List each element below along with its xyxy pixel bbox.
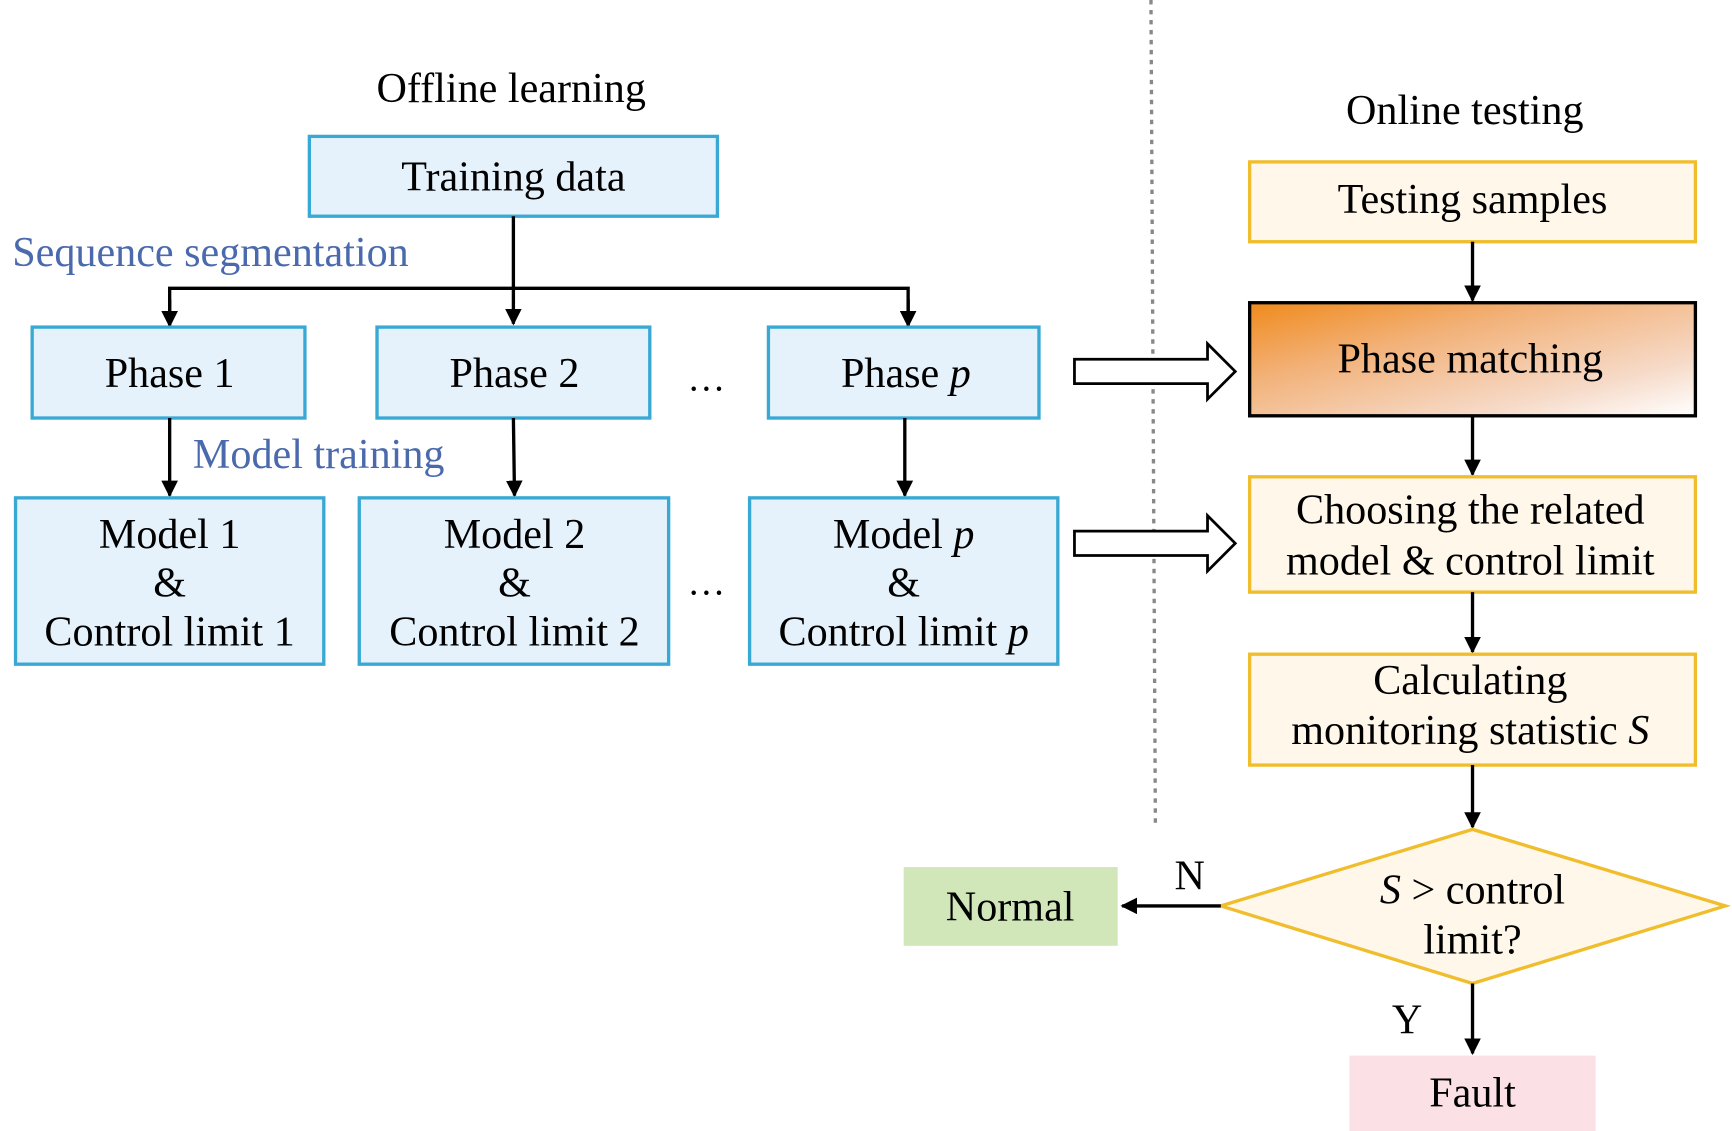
model-box-p: Model p & Control limit p (747, 496, 1060, 666)
choosing-model-box (1247, 475, 1698, 594)
yes-label: Y (1392, 996, 1422, 1043)
model-box-1: Model 1 & Control limit 1 (13, 496, 326, 666)
model-2-name: Model (444, 511, 554, 558)
control-limit-2-index: 2 (619, 608, 640, 655)
phase-p-index: p (947, 350, 971, 397)
choosing-line-1: Choosing the related (1296, 486, 1645, 533)
choosing-line-2: model & control limit (1286, 537, 1655, 584)
control-limit-p-index: p (1005, 608, 1029, 655)
phase-box-2: Phase 2 (375, 325, 652, 420)
model-2-index: 2 (564, 511, 585, 558)
offline-title: Offline learning (376, 65, 645, 112)
phase-1-name: Phase (105, 350, 203, 397)
model-1-amp: & (153, 560, 186, 607)
svg-text:Model 2: Model 2 (444, 511, 586, 558)
model-p-name: Model (833, 511, 943, 558)
calculating-line-2-text: monitoring statistic (1291, 707, 1617, 754)
control-limit-1-index: 1 (274, 608, 295, 655)
model-ellipsis: … (687, 561, 725, 603)
svg-text:Control limit p: Control limit p (778, 608, 1028, 655)
connector-split (167, 286, 910, 324)
phase-1-index: 1 (214, 350, 235, 397)
normal-box (903, 867, 1118, 946)
model-1-index: 1 (219, 511, 240, 558)
control-limit-p-name: Control limit (778, 608, 997, 655)
no-label: N (1175, 852, 1205, 899)
phase-box-1: Phase 1 (30, 325, 307, 420)
model-p-amp: & (887, 560, 920, 607)
svg-text:Phase p: Phase p (841, 350, 971, 397)
svg-text:Model p: Model p (833, 511, 975, 558)
model-p-index: p (950, 511, 974, 558)
decision-line-2: limit? (1423, 917, 1521, 964)
online-title: Online testing (1346, 87, 1584, 134)
calculating-statistic-box (1247, 652, 1698, 767)
phase-matching-box (1247, 301, 1698, 418)
statistic-symbol: S (1628, 707, 1649, 754)
fault-box (1349, 1055, 1596, 1131)
phase-2-name: Phase (450, 350, 548, 397)
calculating-line-2: monitoring statistic S (1291, 707, 1649, 754)
block-arrow-model-to-choosing (1073, 512, 1238, 575)
phase-p-name: Phase (841, 350, 939, 397)
testing-samples-label: Testing samples (1338, 176, 1608, 223)
decision-line-1: S > control (1380, 867, 1565, 914)
model-box-2: Model 2 & Control limit 2 (357, 496, 671, 666)
decision-symbol: S (1380, 867, 1401, 914)
block-arrow-phase-to-matching (1073, 340, 1238, 403)
control-limit-2-name: Control limit (389, 608, 608, 655)
phase-box-p: Phase p (766, 325, 1041, 420)
section-divider (1149, 0, 1158, 827)
svg-text:Model 1: Model 1 (99, 511, 241, 558)
sequence-segmentation-label: Sequence segmentation (12, 229, 409, 276)
svg-text:Control limit 2: Control limit 2 (389, 608, 639, 655)
normal-label: Normal (946, 883, 1075, 930)
fault-label: Fault (1429, 1070, 1516, 1117)
model-2-amp: & (498, 560, 531, 607)
training-data-box (307, 134, 720, 218)
svg-text:Phase 1: Phase 1 (105, 350, 235, 397)
training-data-label: Training data (401, 154, 626, 201)
phase-ellipsis: … (687, 357, 725, 399)
phase-matching-label: Phase matching (1338, 336, 1604, 383)
svg-text:Control limit 1: Control limit 1 (44, 608, 294, 655)
model-training-label: Model training (193, 431, 445, 478)
svg-text:Phase 2: Phase 2 (450, 350, 580, 397)
arrow-phase2-model2 (505, 418, 523, 498)
decision-line-1-text: > control (1401, 867, 1565, 914)
model-1-name: Model (99, 511, 209, 558)
phase-2-index: 2 (558, 350, 579, 397)
calculating-line-1: Calculating (1373, 657, 1567, 704)
control-limit-1-name: Control limit (44, 608, 263, 655)
